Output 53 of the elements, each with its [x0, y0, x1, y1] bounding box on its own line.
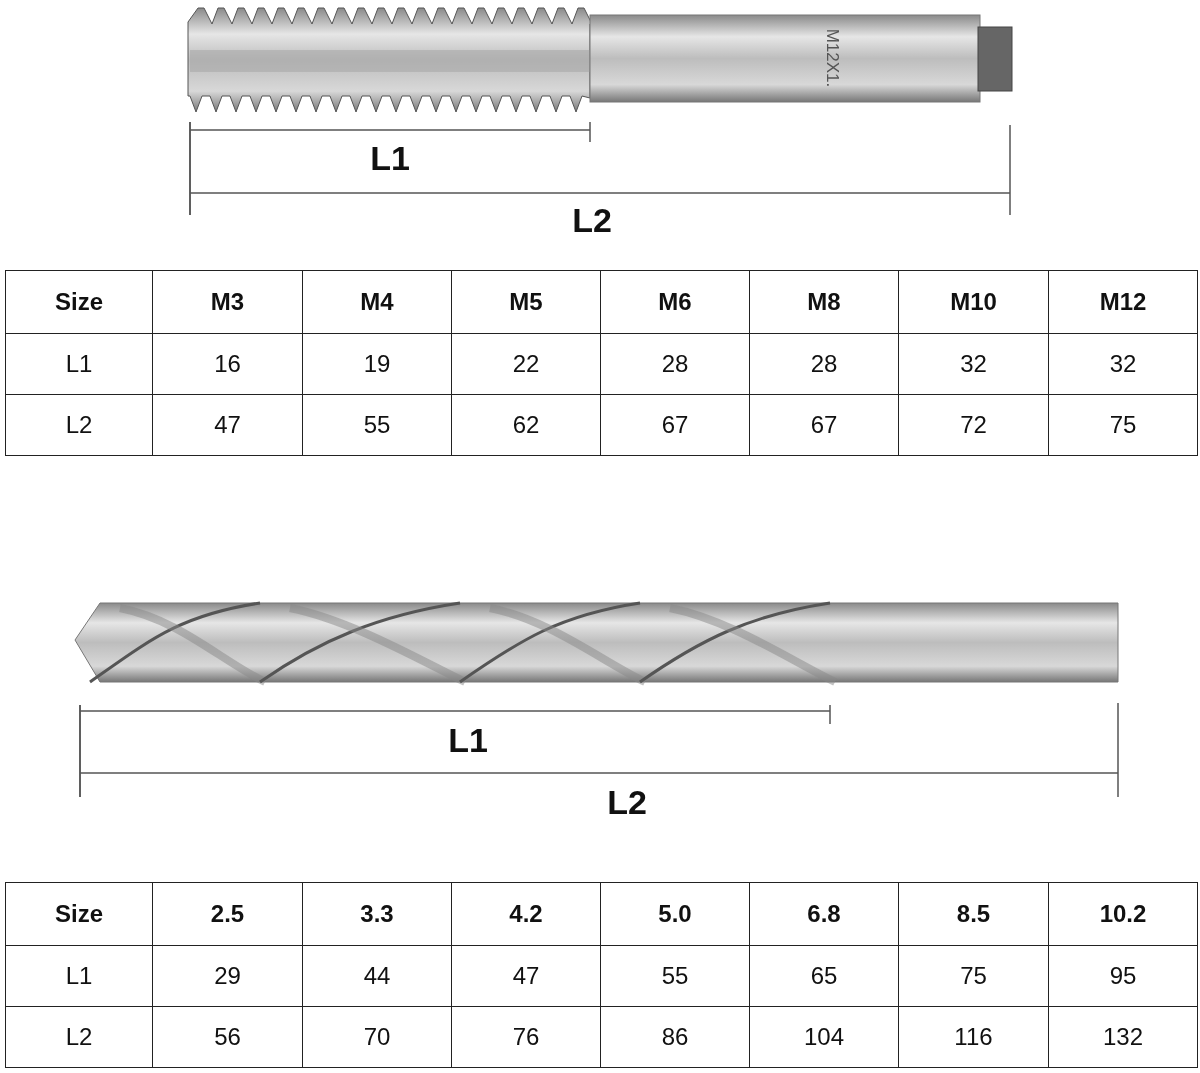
engraved-marking: M12X1.: [822, 28, 842, 88]
dimension-label: L2: [572, 200, 612, 240]
table-cell: L2: [5, 394, 153, 456]
table-cell: 32: [1048, 333, 1198, 395]
table-cell: 72: [898, 394, 1049, 456]
table-cell: 70: [302, 1006, 452, 1068]
table-cell: 67: [600, 394, 750, 456]
table-header-cell: M4: [302, 270, 452, 334]
table-header-cell: 10.2: [1048, 882, 1198, 946]
table-cell: L1: [5, 945, 153, 1007]
table-cell: 132: [1048, 1006, 1198, 1068]
table-cell: 16: [152, 333, 303, 395]
table-cell: 29: [152, 945, 303, 1007]
table-header-cell: M3: [152, 270, 303, 334]
table-cell: 75: [1048, 394, 1198, 456]
table-cell: 22: [451, 333, 601, 395]
table-header-cell: 2.5: [152, 882, 303, 946]
table-header-cell: 8.5: [898, 882, 1049, 946]
table-cell: 86: [600, 1006, 750, 1068]
table-cell: 44: [302, 945, 452, 1007]
table-header-cell: Size: [5, 882, 153, 946]
table-cell: 62: [451, 394, 601, 456]
table-header-cell: 4.2: [451, 882, 601, 946]
dimension-label: L2: [607, 782, 647, 822]
table-cell: 67: [749, 394, 899, 456]
table-cell: 75: [898, 945, 1049, 1007]
dimension-label: L1: [370, 138, 410, 178]
table-cell: 47: [152, 394, 303, 456]
table-header-cell: 5.0: [600, 882, 750, 946]
table-cell: 104: [749, 1006, 899, 1068]
table-header-cell: M10: [898, 270, 1049, 334]
table-header-cell: Size: [5, 270, 153, 334]
table-cell: 47: [451, 945, 601, 1007]
table-header-cell: M6: [600, 270, 750, 334]
table-header-cell: 6.8: [749, 882, 899, 946]
table-cell: L2: [5, 1006, 153, 1068]
table-cell: L1: [5, 333, 153, 395]
table-header-cell: M12: [1048, 270, 1198, 334]
table-cell: 55: [600, 945, 750, 1007]
table-cell: 28: [600, 333, 750, 395]
table-cell: 116: [898, 1006, 1049, 1068]
table-cell: 19: [302, 333, 452, 395]
table-header-cell: 3.3: [302, 882, 452, 946]
table-cell: 56: [152, 1006, 303, 1068]
table-cell: 65: [749, 945, 899, 1007]
table-cell: 32: [898, 333, 1049, 395]
dimension-label: L1: [448, 720, 488, 760]
table-header-cell: M5: [451, 270, 601, 334]
table-cell: 95: [1048, 945, 1198, 1007]
table-cell: 76: [451, 1006, 601, 1068]
table-header-cell: M8: [749, 270, 899, 334]
table-cell: 28: [749, 333, 899, 395]
table-cell: 55: [302, 394, 452, 456]
